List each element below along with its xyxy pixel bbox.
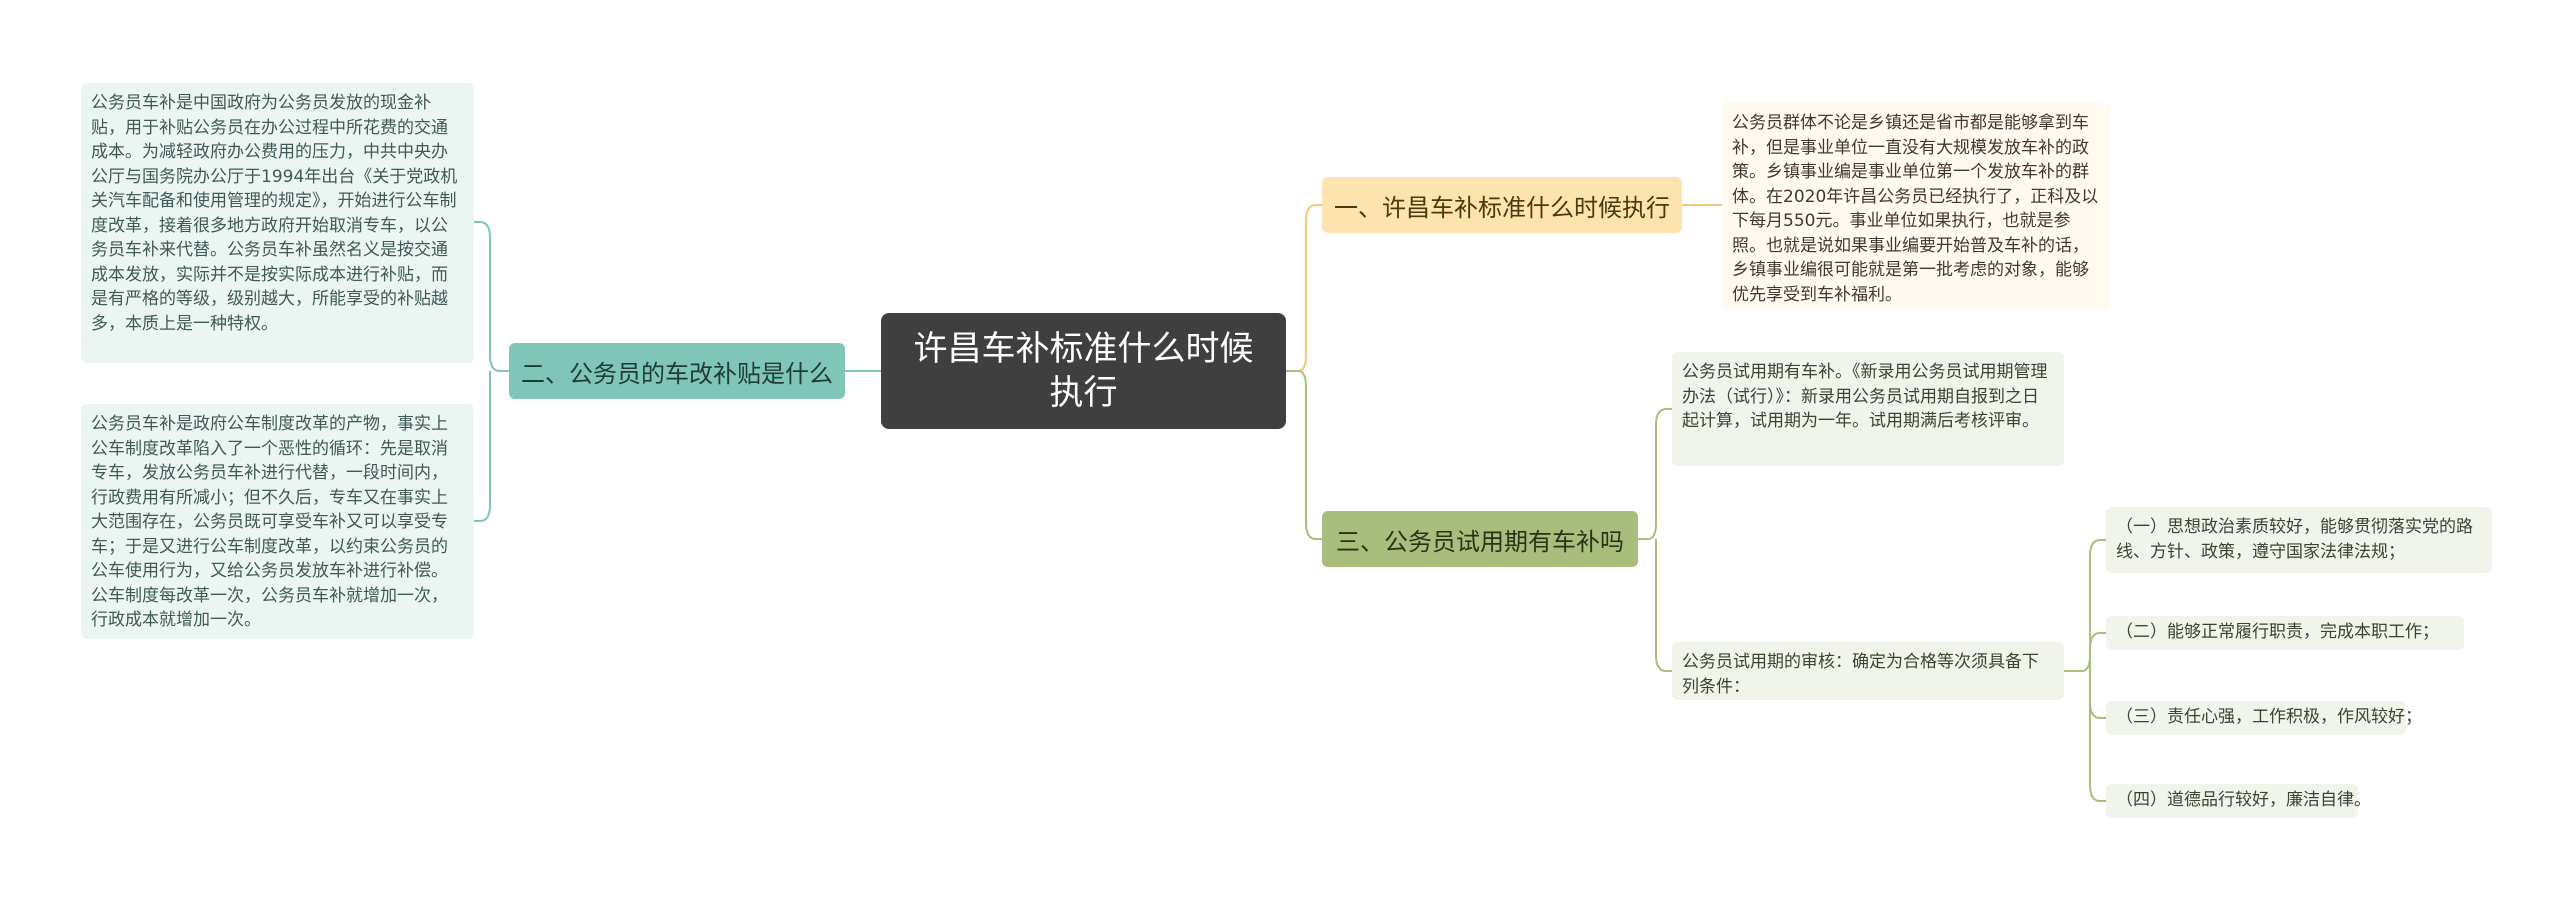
branch-probation-subsidy[interactable]: 三、公务员试用期有车补吗 — [1322, 511, 1638, 567]
note-text: 公务员群体不论是乡镇还是省市都是能够拿到车补，但是事业单位一直没有大规模发放车补… — [1732, 113, 2099, 305]
condition-text: （二）能够正常履行职责，完成本职工作； — [2116, 622, 2439, 642]
condition-item-3[interactable]: （三）责任心强，工作积极，作风较好； — [2106, 701, 2422, 735]
connector-right3-note1 — [1638, 408, 1672, 540]
branch-label: 三、公务员试用期有车补吗 — [1336, 527, 1624, 556]
condition-text: （一）思想政治素质较好，能够贯彻落实党的路线、方针、政策，遵守国家法律法规； — [2116, 517, 2473, 562]
note-text: 公务员车补是中国政府为公务员发放的现金补贴，用于补贴公务员在办公过程中所花费的交… — [91, 93, 458, 334]
condition-item-1[interactable]: （一）思想政治素质较好，能够贯彻落实党的路线、方针、政策，遵守国家法律法规； — [2106, 507, 2492, 573]
connector-left-note2 — [474, 371, 491, 522]
note-probation-review[interactable]: 公务员试用期的审核：确定为合格等次须具备下列条件： — [1672, 642, 2064, 700]
branch-xuchang-subsidy-timing[interactable]: 一、许昌车补标准什么时候执行 — [1322, 177, 1682, 233]
connector-cond1 — [2064, 539, 2106, 672]
note-car-subsidy-definition[interactable]: 公务员车补是中国政府为公务员发放的现金补贴，用于补贴公务员在办公过程中所花费的交… — [81, 83, 474, 363]
note-reform-cycle[interactable]: 公务员车补是政府公车制度改革的产物，事实上公车制度改革陷入了一个恶性的循环：先是… — [81, 404, 474, 639]
connector-cond3 — [2089, 671, 2106, 719]
note-text: 公务员车补是政府公车制度改革的产物，事实上公车制度改革陷入了一个恶性的循环：先是… — [91, 414, 448, 630]
condition-item-2[interactable]: （二）能够正常履行职责，完成本职工作； — [2106, 616, 2464, 650]
branch-car-subsidy-reform[interactable]: 二、公务员的车改补贴是什么 — [509, 343, 845, 399]
note-text: 公务员试用期有车补。《新录用公务员试用期管理办法（试行）》：新录用公务员试用期自… — [1682, 362, 2048, 431]
connector-cond4 — [2089, 671, 2106, 802]
connector-left-note1 — [474, 221, 509, 372]
connector-root-right1 — [1286, 204, 1322, 372]
note-text: 公务员试用期的审核：确定为合格等次须具备下列条件： — [1682, 652, 2039, 697]
connector-cond2 — [2089, 632, 2106, 671]
root-node[interactable]: 许昌车补标准什么时候执行 — [881, 313, 1286, 429]
note-probation-rules[interactable]: 公务员试用期有车补。《新录用公务员试用期管理办法（试行）》：新录用公务员试用期自… — [1672, 352, 2064, 466]
note-xuchang-subsidy[interactable]: 公务员群体不论是乡镇还是省市都是能够拿到车补，但是事业单位一直没有大规模发放车补… — [1722, 103, 2110, 310]
branch-label: 二、公务员的车改补贴是什么 — [521, 359, 833, 388]
condition-item-4[interactable]: （四）道德品行较好，廉洁自律。 — [2106, 784, 2371, 818]
connector-right3-note2 — [1655, 539, 1672, 672]
connector-root-right3 — [1286, 370, 1322, 540]
condition-text: （三）责任心强，工作积极，作风较好； — [2116, 707, 2422, 727]
condition-text: （四）道德品行较好，廉洁自律。 — [2116, 790, 2371, 810]
root-title: 许昌车补标准什么时候执行 — [913, 329, 1254, 413]
branch-label: 一、许昌车补标准什么时候执行 — [1334, 193, 1670, 222]
